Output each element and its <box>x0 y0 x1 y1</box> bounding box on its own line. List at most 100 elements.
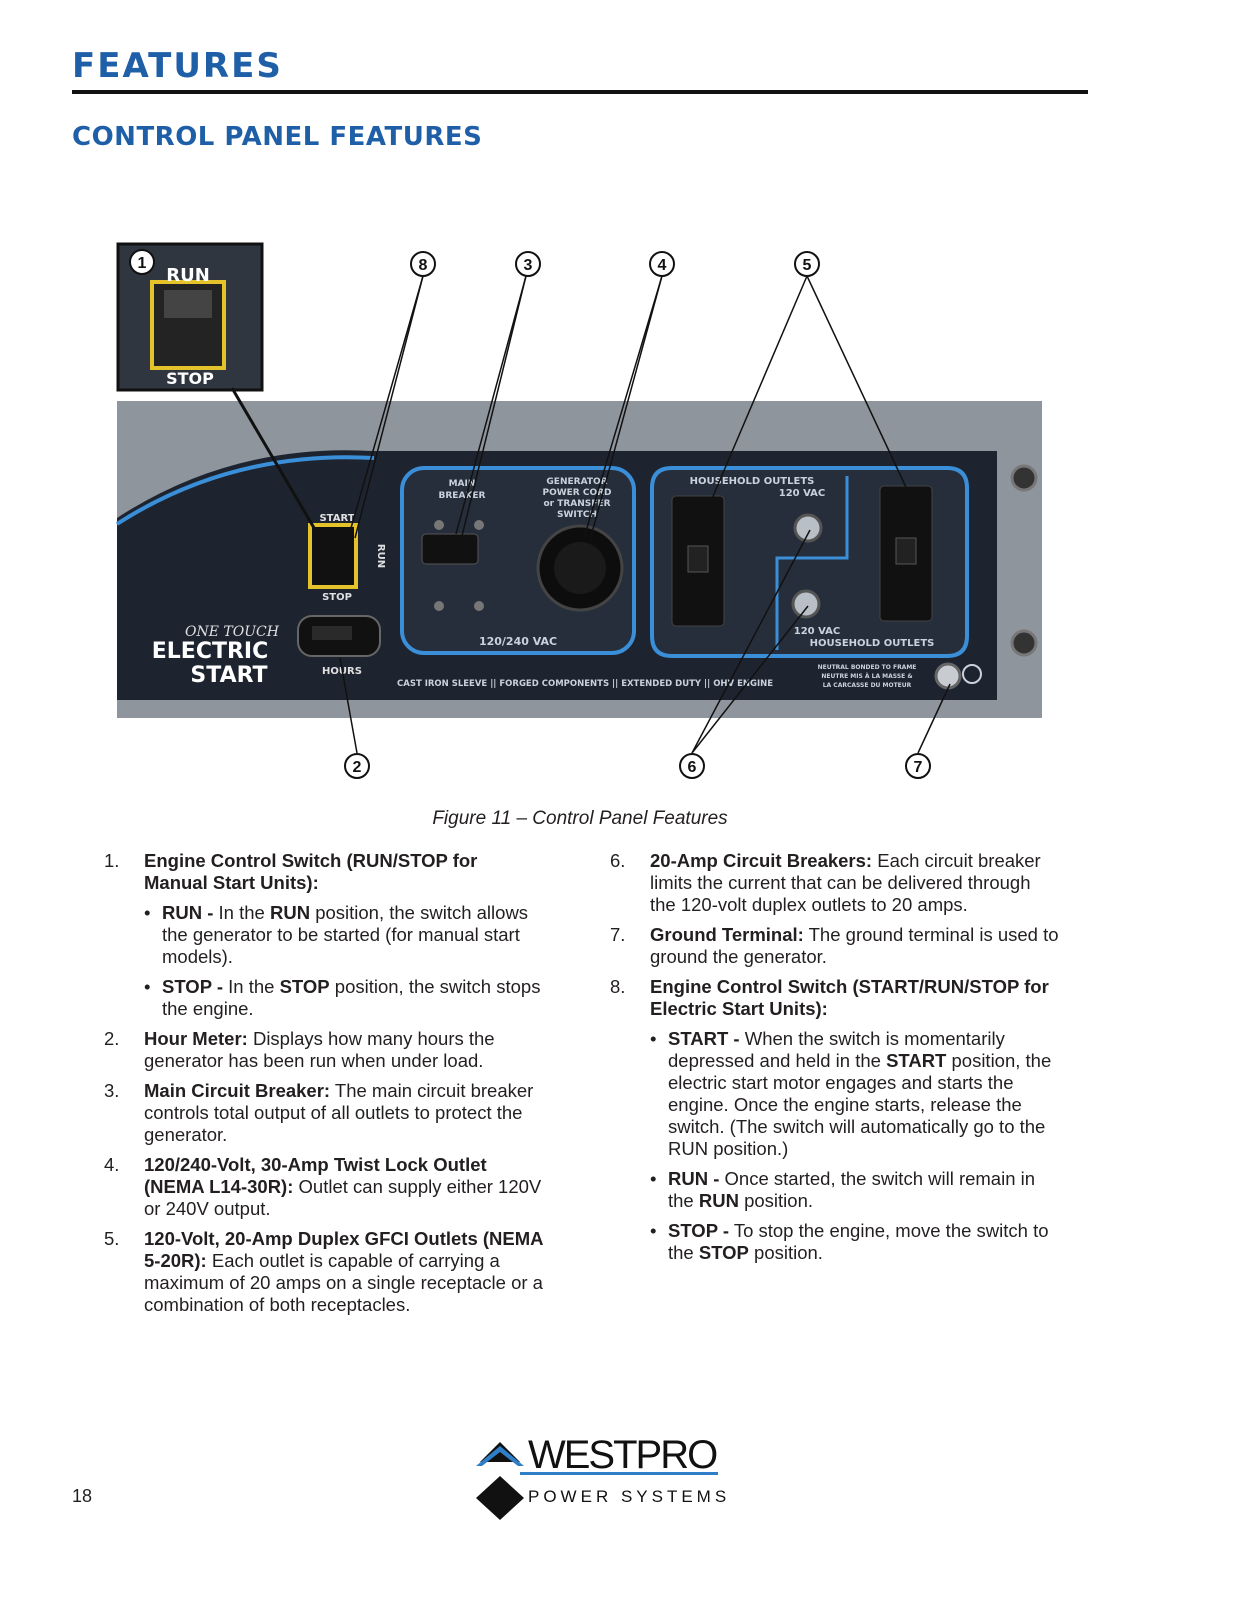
control-panel-illustration: MAIN BREAKER GENERATOR POWER CORD or TRA… <box>115 242 1042 779</box>
gen-cord-label-1: GENERATOR <box>546 477 607 487</box>
item-text: Each circuit breaker limits the current … <box>650 850 1041 915</box>
control-panel-figure: MAIN BREAKER GENERATOR POWER CORD or TRA… <box>112 238 1052 798</box>
neutral-label-3: LA CARCASSE DU MOTEUR <box>823 682 912 689</box>
bullet-label: RUN - <box>668 1168 720 1189</box>
item-text: The main circuit breaker controls total … <box>144 1080 534 1145</box>
outlets-divider <box>775 476 849 650</box>
logo-diamond-bottom-icon <box>476 1476 524 1520</box>
bullet-dot-icon: • <box>650 1028 657 1049</box>
callout-7: 7 <box>905 753 931 779</box>
item-number: 6. <box>610 850 626 871</box>
callout-8-number: 8 <box>419 257 428 274</box>
household-label-1: HOUSEHOLD OUTLETS <box>690 476 815 487</box>
ground-terminal <box>934 662 962 690</box>
callout-1: 1 <box>129 249 155 275</box>
start-big-label: START <box>190 663 267 688</box>
feature-item-3: 3. Main Circuit Breaker: The main circui… <box>104 1080 544 1146</box>
westpro-logo: WESTPRO POWER SYSTEMS <box>470 1432 730 1524</box>
callout-7-number: 7 <box>914 759 923 776</box>
main-breaker-label-2: BREAKER <box>439 491 486 501</box>
item-number: 8. <box>610 976 626 997</box>
section-title: FEATURES <box>72 46 283 86</box>
bullet-dot-icon: • <box>144 902 151 923</box>
page-number: 18 <box>72 1486 93 1506</box>
bullet-dot-icon: • <box>650 1168 657 1189</box>
household-label-2: 120 VAC <box>779 488 826 499</box>
item-title: 120/240-Volt, 30-Amp Twist Lock Outlet (… <box>144 1154 487 1197</box>
bullet: • START - When the switch is momentarily… <box>650 1028 1060 1160</box>
feature-item-6: 6. 20-Amp Circuit Breakers: Each circuit… <box>610 850 1060 916</box>
feature-strip-text: CAST IRON SLEEVE || FORGED COMPONENTS ||… <box>397 679 773 689</box>
callout-8: 8 <box>410 251 436 277</box>
gen-cord-label-4: SWITCH <box>557 510 597 520</box>
circuit-breaker-20a-top <box>793 513 823 543</box>
bullet: • RUN - In the RUN position, the switch … <box>144 902 544 968</box>
callout-2-number: 2 <box>353 759 362 776</box>
item-number: 7. <box>610 924 626 945</box>
bullet-text: In the <box>213 902 270 923</box>
item-number: 5. <box>104 1228 120 1249</box>
vac-120-label: 120 VAC <box>794 626 841 637</box>
bullet-keyword: START <box>886 1050 947 1071</box>
item-title: 20-Amp Circuit Breakers: <box>650 850 873 871</box>
circuit-breaker-20a-bottom <box>791 589 821 619</box>
feature-item-8: 8. Engine Control Switch (START/RUN/STOP… <box>610 976 1060 1264</box>
bullet-label: START - <box>668 1028 740 1049</box>
feature-item-5: 5. 120-Volt, 20-Amp Duplex GFCI Outlets … <box>104 1228 544 1316</box>
bullet-text: position, the switch allows the generato… <box>162 902 529 967</box>
callout-6-number: 6 <box>688 759 697 776</box>
feature-item-4: 4. 120/240-Volt, 30-Amp Twist Lock Outle… <box>104 1154 544 1220</box>
bullet-keyword: RUN <box>698 1190 739 1211</box>
item-title: Main Circuit Breaker: <box>144 1080 331 1101</box>
callout-2: 2 <box>344 753 370 779</box>
callout-3-number: 3 <box>524 257 533 274</box>
item-title: Hour Meter: <box>144 1028 248 1049</box>
item-text: Outlet can supply either 120V or 240V ou… <box>144 1176 542 1219</box>
callout-4-number: 4 <box>658 257 667 274</box>
item-title: Engine Control Switch (START/RUN/STOP fo… <box>650 976 1049 1019</box>
neutral-label-2: NEUTRE MIS À LA MASSE & <box>821 673 912 680</box>
inset-stop-label: STOP <box>166 369 214 388</box>
feature-list-right: 6. 20-Amp Circuit Breakers: Each circuit… <box>610 850 1060 1272</box>
callout-5-number: 5 <box>803 257 812 274</box>
logo-sub-text: POWER SYSTEMS <box>528 1487 730 1506</box>
figure-caption: Figure 11 – Control Panel Features <box>432 808 728 829</box>
feature-item-7: 7. Ground Terminal: The ground terminal … <box>610 924 1060 968</box>
inset-run-label: RUN <box>166 265 210 286</box>
bullet-keyword: STOP <box>698 1242 749 1263</box>
main-breaker-label-1: MAIN <box>449 479 476 489</box>
heading-rule <box>72 90 1088 94</box>
bullet: • STOP - In the STOP position, the switc… <box>144 976 544 1020</box>
panel-trim <box>115 455 375 526</box>
item-title: Engine Control Switch (RUN/STOP for Manu… <box>144 850 478 893</box>
logo-stripe-blue-icon <box>476 1446 524 1466</box>
bullet-text: position. <box>738 1190 813 1211</box>
switch-start-label: START <box>319 513 354 524</box>
feature-item-1: 1. Engine Control Switch (RUN/STOP for M… <box>104 850 544 1020</box>
item-title: Ground Terminal: <box>650 924 804 945</box>
household-bottom-label: HOUSEHOLD OUTLETS <box>810 638 935 649</box>
feature-item-2: 2. Hour Meter: Displays how many hours t… <box>104 1028 544 1072</box>
item-title: 120-Volt, 20-Amp Duplex GFCI Outlets (NE… <box>144 1228 543 1271</box>
bullet: • RUN - Once started, the switch will re… <box>650 1168 1060 1212</box>
logo-brand-text: WESTPRO <box>528 1433 717 1477</box>
electric-label: ELECTRIC <box>152 639 269 664</box>
bullet-text: In the <box>223 976 280 997</box>
item-number: 2. <box>104 1028 120 1049</box>
item-text: The ground terminal is used to ground th… <box>650 924 1059 967</box>
neutral-label-1: NEUTRAL BONDED TO FRAME <box>818 664 917 671</box>
bullet: • STOP - To stop the engine, move the sw… <box>650 1220 1060 1264</box>
item-number: 1. <box>104 850 120 871</box>
subsection-title: CONTROL PANEL FEATURES <box>72 122 483 152</box>
item-text: Displays how many hours the generator ha… <box>144 1028 495 1071</box>
callout-3: 3 <box>515 251 541 277</box>
item-number: 3. <box>104 1080 120 1101</box>
bullet-text: position, the electric start motor engag… <box>668 1050 1052 1159</box>
bullet-dot-icon: • <box>144 976 151 997</box>
bullet-label: RUN - <box>162 902 214 923</box>
item-text: Each outlet is capable of carrying a max… <box>144 1250 543 1315</box>
bullet-text: When the switch is momentarily depressed… <box>668 1028 1005 1071</box>
bullet-text: Once started, the switch will remain in … <box>668 1168 1036 1211</box>
bullet-text: To stop the engine, move the switch to t… <box>668 1220 1049 1263</box>
one-touch-label: ONE TOUCH <box>185 624 280 640</box>
